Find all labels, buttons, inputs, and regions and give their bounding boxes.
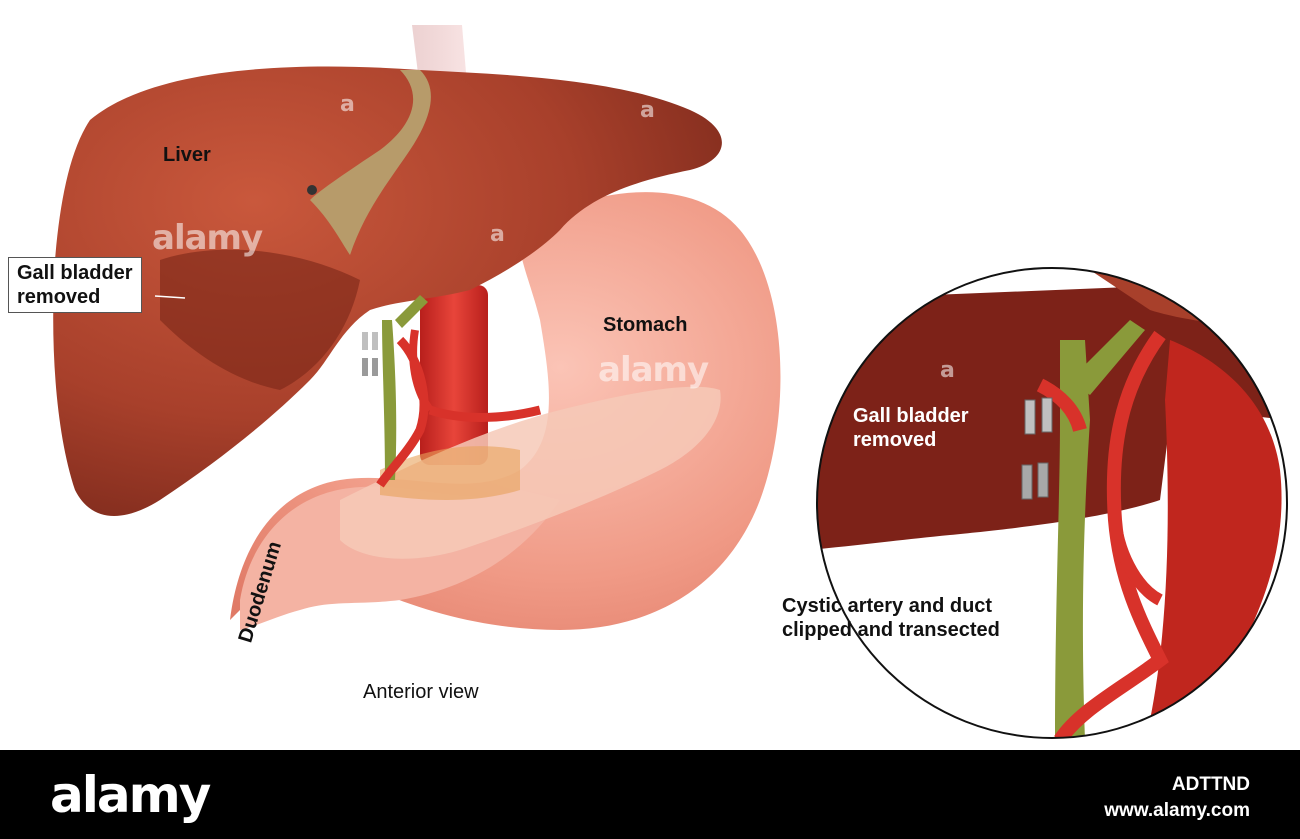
footer-image-id: ADTTND — [1171, 774, 1250, 795]
footer-image-info: ADTTND www.alamy.com — [1104, 772, 1250, 824]
label-inset-gallbladder-line2: removed — [853, 429, 937, 451]
watermark-mark-4: a — [940, 358, 955, 383]
inset-detail — [817, 268, 1287, 738]
inset-border — [816, 267, 1288, 739]
footer-logo[interactable]: alamy — [50, 766, 211, 824]
anatomy-illustration — [53, 25, 1288, 739]
gallbladder-pointer — [154, 295, 186, 299]
watermark-mark-2: a — [490, 222, 505, 247]
footer-bar: alamy ADTTND www.alamy.com — [0, 750, 1300, 839]
label-cystic: Cystic artery and duct clipped and trans… — [782, 594, 1000, 642]
label-stomach: Stomach — [603, 314, 688, 336]
label-liver: Liver — [163, 144, 211, 166]
label-gallbladder-line2: removed — [17, 286, 101, 308]
pancreas — [340, 386, 721, 559]
label-inset-gallbladder-line1: Gall bladder — [853, 405, 969, 427]
watermark-1: alamy — [152, 218, 263, 258]
watermark-mark-1: a — [340, 92, 355, 117]
falciform-ligament — [310, 70, 431, 255]
label-gallbladder-line1: Gall bladder — [17, 262, 133, 284]
watermark-mark-3: a — [640, 98, 655, 123]
label-anterior-view: Anterior view — [363, 681, 479, 703]
footer-site-link[interactable]: www.alamy.com — [1104, 800, 1250, 821]
common-bile-duct — [382, 320, 397, 480]
liver — [53, 66, 722, 517]
watermark-2: alamy — [598, 350, 709, 390]
label-inset-gallbladder: Gall bladder removed — [853, 404, 969, 452]
label-cystic-line1: Cystic artery and duct — [782, 595, 993, 617]
label-gallbladder-removed: Gall bladder removed — [8, 257, 142, 313]
label-cystic-line2: clipped and transected — [782, 619, 1000, 641]
